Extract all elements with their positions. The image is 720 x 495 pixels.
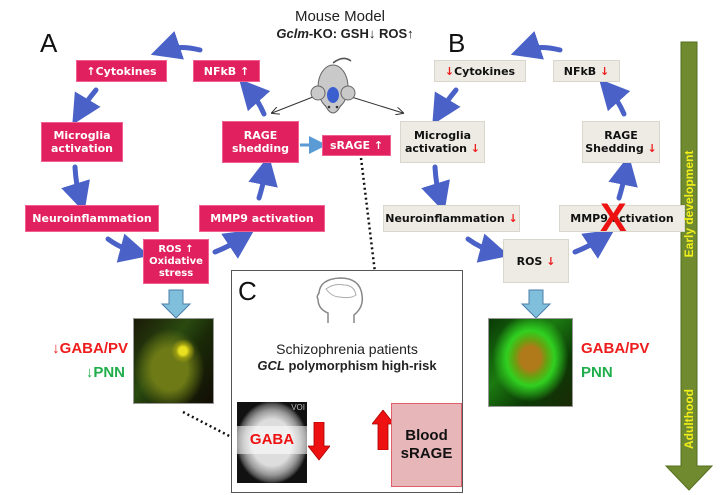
down-arrow-icon: ↓ (444, 64, 455, 78)
down-arrow-icon: ↓ (647, 142, 657, 155)
ros-down-arrow-a (160, 289, 192, 319)
neuron-image-a (133, 318, 214, 404)
cycle-arrow-b-top (510, 31, 563, 60)
node-b-cytokines: ↓Cytokines (434, 60, 526, 82)
cycle-arrow-b-cyto-micro (432, 87, 461, 125)
node-a-ros: ROS ↑ Oxidative stress (143, 239, 209, 284)
panel-c-subtitle: GCL polymorphism high-risk (236, 358, 458, 373)
label-a-gaba-pv: ↓GABA/PV (52, 340, 128, 357)
down-arrow-icon: ↓ (508, 212, 518, 225)
mri-brain-image: GABA VOI (237, 402, 307, 483)
blood-label: Blood (405, 427, 448, 444)
node-label: Neuroinflammation (385, 212, 505, 225)
srage-up-arrow-icon (372, 410, 394, 450)
cycle-arrow-b-neuro-ros (465, 233, 510, 263)
cycle-arrow-a-micro-neuro (61, 164, 90, 213)
subtitle-rest: -KO: GSH↓ ROS↑ (308, 26, 414, 41)
panel-c-title: Schizophrenia patients (276, 341, 418, 357)
gene-name: Gclm (276, 26, 309, 41)
cycle-arrow-a-top (150, 31, 203, 60)
subtitle-rest: polymorphism high-risk (284, 358, 437, 373)
node-label: activation (404, 142, 467, 155)
mouse-model-subtitle: Gclm-KO: GSH↓ ROS↑ (230, 26, 460, 41)
mri-gaba-label: GABA (249, 431, 295, 448)
cycle-arrow-a-rage-nfkb (238, 78, 271, 117)
timeline-early-label: Early development (682, 150, 696, 258)
mouse-icon (310, 57, 356, 114)
node-label: Microglia (413, 129, 472, 142)
srage-label: sRAGE (400, 445, 453, 462)
blocked-x-mark: X (600, 196, 627, 240)
node-a-microglia: Microglia activation (41, 122, 123, 162)
node-a-cytokines: ↑Cytokines (76, 60, 167, 82)
timeline-adult-label: Adulthood (682, 389, 696, 449)
node-label: Shedding (585, 142, 644, 155)
mri-voi-label: VOI (291, 403, 305, 412)
node-a-rage: RAGE shedding (222, 121, 299, 163)
blood-srage-box: Blood sRAGE (391, 403, 462, 487)
cycle-arrow-a-mmp9-rage (248, 155, 278, 201)
node-b-nfkb: NFkB ↓ (553, 60, 620, 82)
mouse-model-title: Mouse Model (294, 8, 386, 25)
down-arrow-icon: ↓ (470, 142, 481, 155)
cycle-arrow-b-ros-mmp9 (572, 229, 615, 259)
cycle-arrow-b-micro-neuro (421, 164, 450, 213)
node-a-mmp9: MMP9 activation (199, 205, 325, 232)
down-arrow-icon: ↓ (546, 254, 556, 268)
label-b-pnn: PNN (581, 364, 613, 381)
gaba-down-arrow-icon (308, 422, 330, 461)
ros-line-1: ROS ↑ (158, 243, 194, 255)
node-b-ros: ROS ↓ (503, 239, 569, 283)
neuron-image-b (488, 318, 573, 407)
label-b-gaba-pv: GABA/PV (581, 340, 650, 357)
neuron-mri-dotted-line (182, 410, 238, 442)
cycle-arrow-a-cyto-micro (72, 87, 101, 125)
node-label: ROS (516, 254, 543, 268)
node-label: RAGE (604, 129, 638, 142)
node-b-neuroinflammation: Neuroinflammation ↓ (383, 205, 520, 232)
node-b-mmp9: MMP9 activation (559, 205, 685, 232)
down-arrow-icon: ↓ (600, 64, 610, 78)
cycle-arrow-b-mmp9-rage (608, 155, 638, 201)
node-label: Cytokines (454, 64, 516, 78)
voi-band (237, 426, 307, 454)
timeline-arrow (664, 41, 714, 491)
panel-c-letter: C (238, 276, 257, 306)
mouse-to-microglia-line (344, 94, 403, 113)
gene-name: GCL (257, 358, 285, 373)
panel-a-letter: A (40, 28, 58, 58)
human-head-icon (316, 277, 364, 323)
node-a-neuroinflammation: Neuroinflammation (25, 205, 159, 232)
cycle-arrow-a-ros-mmp9 (212, 229, 255, 259)
node-label: NFkB (563, 64, 597, 78)
ros-line-2: Oxidative (149, 255, 203, 267)
mouse-to-rage-line (272, 94, 319, 113)
label-a-pnn: ↓PNN (85, 364, 125, 381)
cycle-arrow-b-rage-nfkb (598, 78, 631, 117)
node-a-nfkb: NFkB ↑ (193, 60, 260, 82)
ros-line-3: stress (158, 267, 194, 279)
ros-down-arrow-b (520, 289, 552, 319)
node-a-srage: sRAGE ↑ (322, 135, 391, 156)
panel-b-letter: B (448, 28, 466, 58)
cycle-arrow-a-neuro-ros (105, 233, 150, 263)
